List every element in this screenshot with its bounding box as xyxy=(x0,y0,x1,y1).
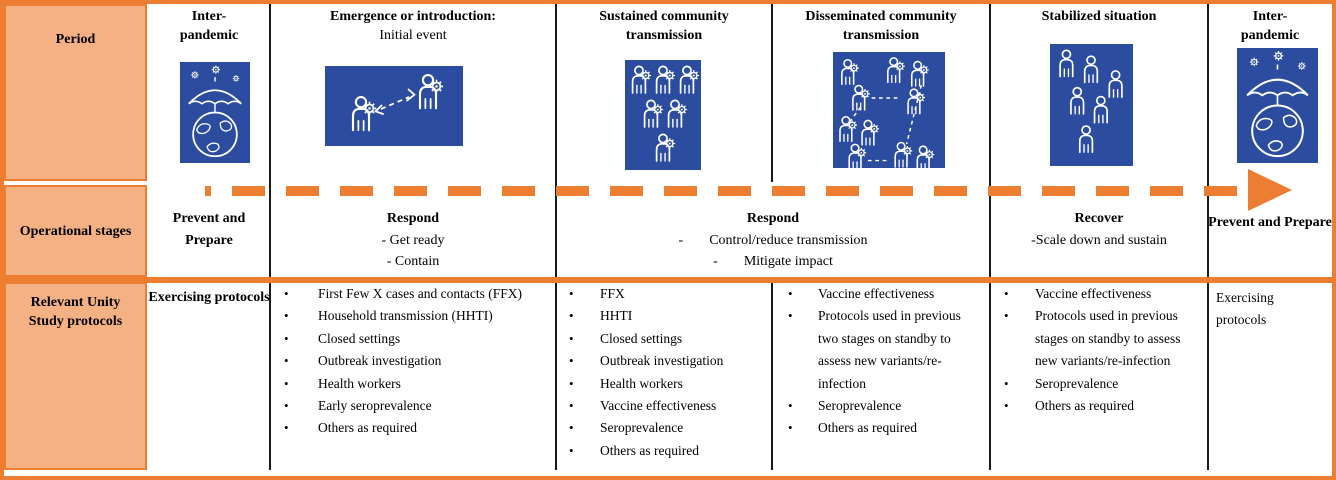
list-item: •Household transmission (HHTI) xyxy=(284,308,493,324)
disseminated-clusters-icon xyxy=(833,52,945,168)
list-item: •Vaccine effectiveness xyxy=(569,398,717,414)
period-title-sustained: Sustained community transmission xyxy=(599,9,729,43)
row-label-stages-text: Operational stages xyxy=(19,223,132,239)
stage-recover: Recover -Scale down and sustain xyxy=(1031,211,1167,248)
dash-marker: - xyxy=(713,254,718,269)
orange-separator-bar xyxy=(0,277,1336,283)
list-item: •FFX xyxy=(569,286,625,301)
protocol-list-sustained: •FFX •HHTI •Closed settings •Outbreak in… xyxy=(556,283,772,462)
list-item: •Closed settings xyxy=(284,330,401,346)
dashed-timeline-arrow xyxy=(205,186,1237,196)
divider xyxy=(1207,283,1209,470)
divider xyxy=(989,4,991,278)
protocols-exercising-end: Exercising protocols xyxy=(1216,290,1274,327)
protocols-exercising-start: Exercising protocols xyxy=(148,290,270,305)
protocol-list-emergence: •First Few X cases and contacts (FFX) •H… xyxy=(270,283,556,440)
divider xyxy=(555,283,557,470)
list-item: •Early seroprevalence xyxy=(284,398,432,414)
infected-group-icon xyxy=(625,60,701,170)
list-item: •Protocols used in previous two stages o… xyxy=(788,308,961,391)
list-item: •First Few X cases and contacts (FFX) xyxy=(284,286,522,301)
list-item: •Seroprevalence xyxy=(569,420,684,436)
stage-respond-community: Respond - Control/reduce transmission - … xyxy=(556,208,990,273)
list-item: •Health workers xyxy=(284,375,401,391)
dash-marker: - xyxy=(678,232,684,248)
umbrella-globe-icon xyxy=(180,62,250,163)
list-item: •Vaccine effectiveness xyxy=(788,286,935,301)
stage-prevent-prepare-start: Prevent and Prepare xyxy=(172,211,246,248)
row-label-unity-protocols: Relevant Unity Study protocols xyxy=(4,282,147,470)
population-icon xyxy=(1050,44,1133,166)
list-item: •Vaccine effectiveness xyxy=(1004,286,1152,301)
period-title-interpandemic-end: Inter-pandemic xyxy=(1240,9,1300,43)
list-item: •Outbreak investigation xyxy=(569,353,724,369)
list-item: •Seroprevalence xyxy=(788,398,902,414)
list-item: •Others as required xyxy=(284,420,417,436)
list-item: •Others as required xyxy=(1004,398,1134,414)
row-label-period: Period xyxy=(4,4,147,181)
divider xyxy=(1207,4,1209,278)
divider xyxy=(555,4,557,278)
period-title-stabilized: Stabilized situation xyxy=(1041,9,1157,24)
umbrella-globe-icon xyxy=(1237,48,1318,163)
list-item: •Seroprevalence xyxy=(1004,375,1119,391)
row-label-period-text: Period xyxy=(55,32,96,47)
divider xyxy=(269,4,271,278)
divider xyxy=(989,283,991,470)
list-item: •Protocols used in previous stages on st… xyxy=(1004,308,1181,369)
protocol-list-stabilized: •Vaccine effectiveness •Protocols used i… xyxy=(990,283,1208,417)
row-label-operational-stages: Operational stages xyxy=(4,185,147,277)
list-item: •HHTI xyxy=(569,308,633,324)
stage-respond-initial: Respond - Get ready - Contain xyxy=(381,211,445,269)
period-subtitle-initial-event: Initial event xyxy=(379,28,447,43)
divider xyxy=(771,283,773,470)
protocol-list-disseminated: •Vaccine effectiveness •Protocols used i… xyxy=(772,283,990,440)
period-title-interpandemic-start: Inter-pandemic xyxy=(179,9,239,43)
list-item: •Others as required xyxy=(788,420,917,436)
list-item: •Outbreak investigation xyxy=(284,353,442,369)
list-item: •Closed settings xyxy=(569,330,683,346)
period-title-disseminated: Disseminated community transmission xyxy=(805,9,957,43)
divider xyxy=(771,4,773,182)
divider xyxy=(269,283,271,470)
period-title-emergence: Emergence or introduction: Initial event xyxy=(270,7,556,45)
arrowhead-icon xyxy=(1248,169,1292,211)
person-to-person-transmission-icon xyxy=(325,66,463,146)
stage-prevent-prepare-end: Prevent and Prepare xyxy=(1208,215,1332,230)
row-label-protocols-text: Relevant Unity Study protocols xyxy=(28,295,123,329)
list-item: •Others as required xyxy=(569,442,699,458)
list-item: •Health workers xyxy=(569,375,683,391)
